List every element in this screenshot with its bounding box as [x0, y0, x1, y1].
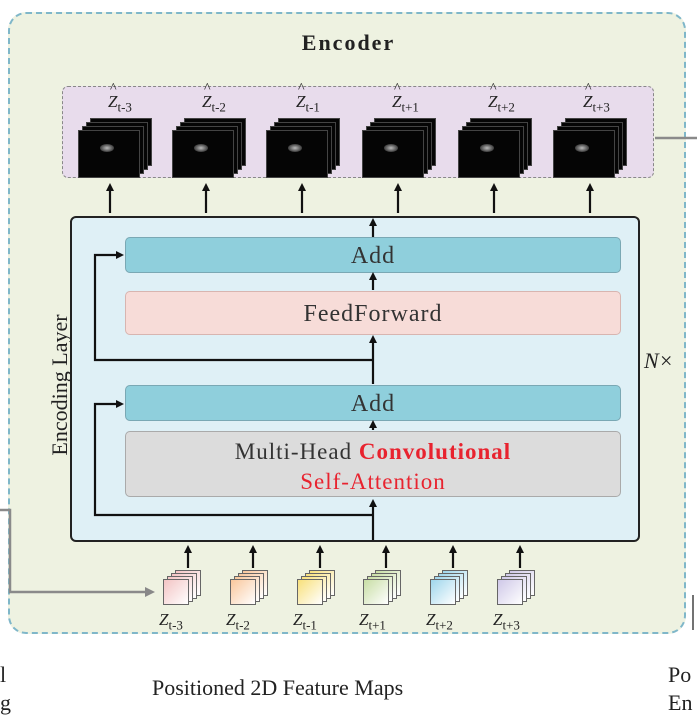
input-map-5: Zt+3 [493, 570, 561, 632]
input-map-4: Zt+2 [426, 570, 494, 632]
mhsa-text-convolutional: Convolutional [358, 439, 512, 464]
output-map-label: Zt-2 [202, 81, 226, 115]
caption-left-line2: g [0, 690, 11, 715]
output-map-4: Zt+2 [458, 81, 548, 178]
mhsa-line2: Self-Attention [300, 469, 446, 494]
encoder-title: Encoder [301, 30, 396, 55]
input-map-label: Zt+2 [426, 610, 453, 633]
output-map-label: Zt+3 [583, 81, 610, 115]
input-map-label: Zt+3 [493, 610, 520, 633]
caption-right-line1: Po [668, 662, 692, 687]
caption-left-line1: l [0, 662, 7, 687]
mhsa-block: Multi-Head Convolutional Self-Attention [125, 431, 621, 497]
caption-center: Positioned 2D Feature Maps [152, 675, 404, 700]
output-map-label: Zt+2 [488, 81, 515, 115]
input-map-2: Zt-1 [293, 570, 361, 632]
repeat-label: N× [644, 348, 674, 373]
caption-right-line2: En [668, 690, 693, 715]
input-map-label: Zt-2 [226, 610, 250, 633]
mhsa-line1: Multi-Head Convolutional [126, 435, 620, 469]
output-map-label: Zt-3 [108, 81, 132, 115]
input-map-label: Zt-3 [159, 610, 183, 633]
add-block-top: Add [125, 237, 621, 273]
input-map-1: Zt-2 [226, 570, 294, 632]
input-map-label: Zt-1 [293, 610, 317, 633]
output-map-label: Zt+1 [392, 81, 419, 115]
output-map-label: Zt-1 [296, 81, 320, 115]
feedforward-block: FeedForward [125, 291, 621, 335]
output-map-3: Zt+1 [362, 81, 452, 178]
output-map-2: Zt-1 [266, 81, 356, 178]
output-map-0: Zt-3 [78, 81, 168, 178]
input-map-0: Zt-3 [159, 570, 227, 632]
output-map-5: Zt+3 [553, 81, 643, 178]
output-map-1: Zt-2 [172, 81, 262, 178]
mhsa-text-part1: Multi-Head [234, 439, 359, 464]
input-map-3: Zt+1 [359, 570, 427, 632]
input-map-label: Zt+1 [359, 610, 386, 633]
